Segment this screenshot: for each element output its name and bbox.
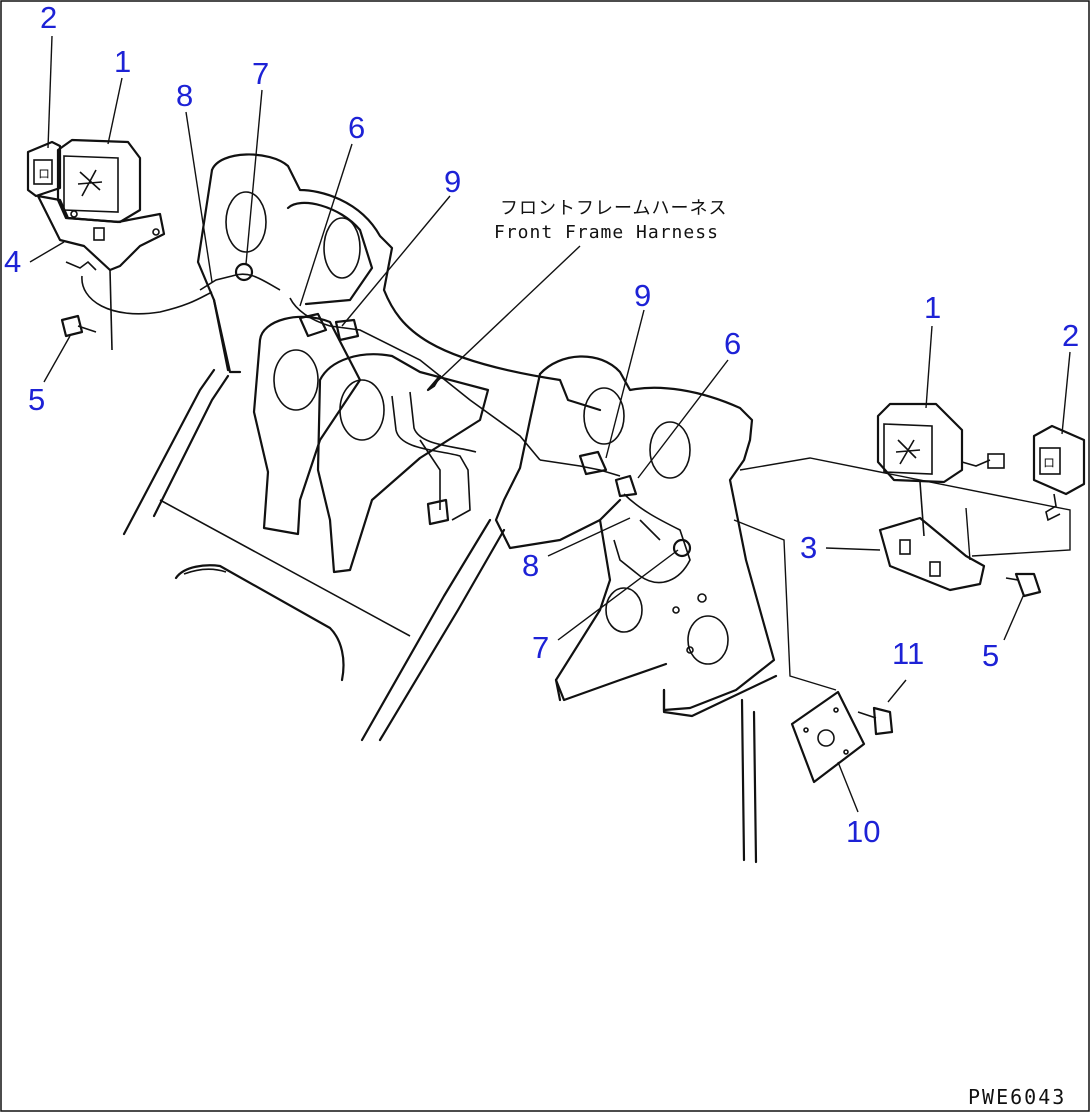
right-work-lamp — [876, 402, 1005, 484]
callout-1-right: 1 — [924, 290, 941, 325]
callout-numbers: 2 1 8 7 6 9 4 5 9 1 2 6 3 8 5 7 11 10 — [4, 0, 1079, 849]
left-work-lamp — [56, 138, 142, 224]
callout-5-right: 5 — [982, 638, 999, 673]
left-grommet — [234, 262, 254, 282]
callout-9-right: 9 — [634, 278, 651, 313]
callout-2-right: 2 — [1062, 318, 1079, 353]
right-lamp-bracket — [878, 481, 986, 592]
left-rear-lamp: ロ — [26, 140, 62, 198]
right-frame-tower — [494, 355, 778, 864]
callout-4: 4 — [4, 244, 21, 279]
callout-5-left: 5 — [28, 382, 45, 417]
callout-7-right: 7 — [532, 630, 549, 665]
right-rear-lamp: ロ — [1032, 424, 1086, 522]
left-lamp-bolt — [60, 314, 97, 338]
callout-3: 3 — [800, 530, 817, 565]
right-lamp-assembly: ロ — [733, 402, 1086, 691]
harness-label-japanese: フロントフレームハーネス — [500, 198, 727, 219]
front-frame-harness — [199, 262, 692, 584]
callout-9-left: 9 — [444, 164, 461, 199]
callout-7-left: 7 — [252, 56, 269, 91]
cover-plate — [790, 690, 866, 784]
front-frame — [122, 153, 602, 742]
callout-1-left: 1 — [114, 44, 131, 79]
right-grommet — [672, 538, 692, 558]
harness-label: フロントフレームハーネス Front Frame Harness — [426, 198, 727, 392]
callout-8-left: 8 — [176, 78, 193, 113]
right-connector — [578, 450, 608, 476]
callout-8-right: 8 — [522, 548, 539, 583]
harness-label-english: Front Frame Harness — [494, 222, 719, 243]
callout-6-left: 6 — [348, 110, 365, 145]
left-lamp-bracket — [36, 194, 166, 272]
right-lamp-bolt — [1005, 572, 1042, 598]
drawing-code: PWE6043 — [968, 1085, 1066, 1109]
callout-6-right: 6 — [724, 326, 741, 361]
svg-text:ロ: ロ — [38, 167, 50, 181]
callout-10: 10 — [846, 814, 880, 849]
cover-bolt — [857, 706, 894, 736]
leader-lines — [29, 35, 1071, 813]
left-lamp-wiring — [65, 260, 213, 351]
left-connector — [298, 312, 328, 338]
callout-11: 11 — [892, 636, 924, 671]
left-lamp-assembly: ロ — [26, 138, 213, 351]
callout-2-left: 2 — [40, 0, 57, 35]
svg-text:ロ: ロ — [1043, 456, 1055, 470]
